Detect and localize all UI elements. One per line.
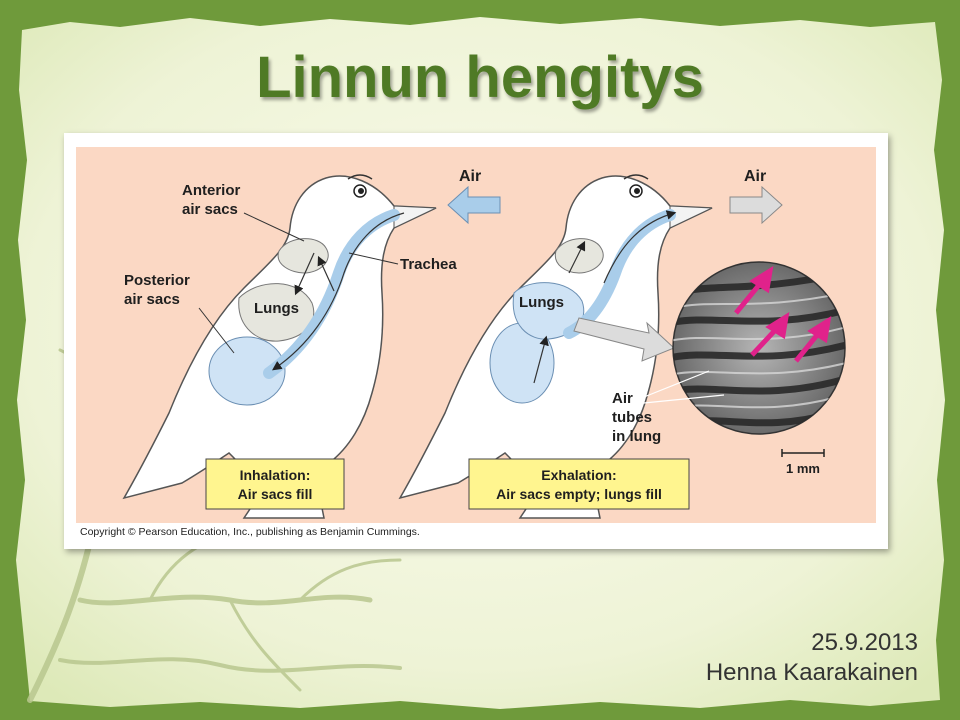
exhalation-title: Exhalation:: [541, 467, 616, 483]
anterior-air-sacs-right: [554, 238, 604, 274]
exhalation-text: Air sacs empty; lungs fill: [496, 486, 662, 502]
bird-body-left: [122, 175, 437, 519]
air-in-label: Air: [459, 168, 481, 185]
bird-inhalation: [122, 174, 437, 519]
scale-bar: 1 mm: [781, 449, 825, 476]
trachea-label: Trachea: [400, 256, 457, 273]
footer-author: Henna Kaarakainen: [705, 659, 918, 686]
air-out-label: Air: [744, 168, 766, 185]
copyright-notice: Copyright © Pearson Education, Inc., pub…: [80, 526, 420, 538]
slide-footer: 25.9.2013 Henna Kaarakainen: [706, 628, 918, 688]
trachea-left: [263, 209, 400, 379]
bird-exhalation: [398, 174, 713, 519]
breathing-diagram: Air Anterior air sacs Posterior air sacs…: [76, 147, 876, 523]
inhalation-text: Air sacs fill: [238, 486, 313, 502]
exhalation-caption-box: Exhalation: Air sacs empty; lungs fill: [468, 458, 690, 510]
posterior-air-sac-left: [208, 336, 286, 406]
air-tubes-label: Air tubes in lung: [612, 390, 661, 445]
air-in-arrow: [447, 185, 501, 225]
breathing-diagram-figure: Air Anterior air sacs Posterior air sacs…: [64, 133, 888, 549]
footer-date: 25.9.2013: [811, 629, 918, 656]
air-out-arrow: [729, 185, 783, 225]
anterior-air-sacs-left: [277, 238, 329, 274]
lung-microscope-image: [672, 261, 846, 435]
posterior-air-sacs-label: Posterior air sacs: [124, 272, 194, 308]
anterior-air-sacs-label: Anterior air sacs: [182, 182, 245, 218]
slide-title: Linnun hengitys: [256, 45, 704, 110]
zoom-arrow: [573, 317, 675, 362]
lungs-label-right: Lungs: [519, 294, 564, 311]
inhalation-caption-box: Inhalation: Air sacs fill: [205, 458, 345, 510]
scale-label: 1 mm: [786, 461, 820, 476]
lungs-label-left: Lungs: [254, 300, 299, 317]
inhalation-title: Inhalation:: [240, 467, 311, 483]
